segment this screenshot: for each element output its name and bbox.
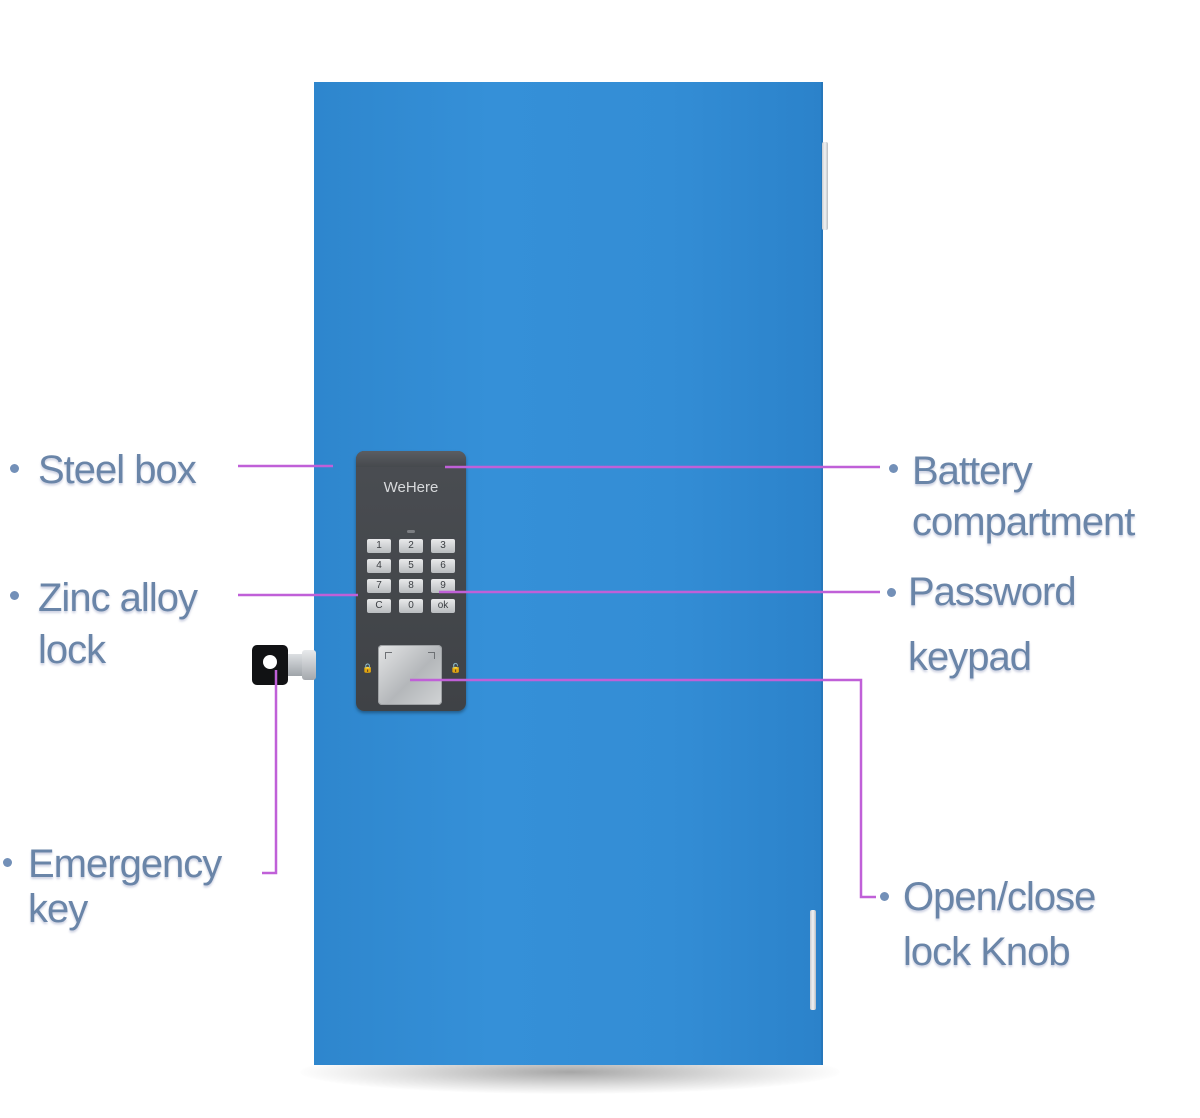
label-battery-line2: compartment <box>912 500 1135 544</box>
keypad-key[interactable]: 5 <box>399 559 423 573</box>
zinc-alloy-lock: WeHere 1 2 3 4 5 6 7 8 9 C 0 ok 🔒 🔓 <box>356 451 466 711</box>
label-emergency-key-line1: Emergency <box>28 842 222 886</box>
key-ring-hole <box>263 655 277 669</box>
key-cylinder <box>302 650 316 680</box>
label-steel-box: Steel box <box>38 448 197 492</box>
open-close-knob[interactable] <box>378 645 442 705</box>
battery-compartment-cap <box>356 451 466 467</box>
bullet-dot <box>10 591 19 600</box>
knob-leader <box>410 678 876 899</box>
lock-brand: WeHere <box>383 479 439 496</box>
emergency-key-leader <box>262 670 278 875</box>
emergency-key-head[interactable] <box>252 645 288 685</box>
keypad-key[interactable]: 6 <box>431 559 455 573</box>
keypad-key[interactable]: 0 <box>399 599 423 613</box>
label-zinc-alloy-lock-line1: Zinc alloy <box>38 576 198 620</box>
keypad-key[interactable]: 4 <box>367 559 391 573</box>
bottom-hinge <box>810 910 816 1010</box>
keypad-key[interactable]: 1 <box>367 539 391 553</box>
label-zinc-alloy-lock-line2: lock <box>38 628 106 672</box>
knob-corner-mark <box>428 652 435 659</box>
label-emergency-key-line2: key <box>28 887 88 931</box>
password-keypad: 1 2 3 4 5 6 7 8 9 C 0 ok <box>367 539 457 613</box>
bullet-dot <box>887 588 896 597</box>
label-password-line1: Password <box>908 570 1077 614</box>
keypad-key[interactable]: 9 <box>431 579 455 593</box>
emergency-key-shank <box>288 654 302 676</box>
label-knob-line1: Open/close <box>903 875 1096 919</box>
label-password-line2: keypad <box>908 635 1032 679</box>
bullet-dot <box>3 858 12 867</box>
keypad-key[interactable]: C <box>367 599 391 613</box>
keypad-key[interactable]: 3 <box>431 539 455 553</box>
keypad-key[interactable]: 2 <box>399 539 423 553</box>
keypad-key[interactable]: ok <box>431 599 455 613</box>
keypad-key[interactable]: 7 <box>367 579 391 593</box>
status-led <box>407 530 415 533</box>
bullet-dot <box>10 464 19 473</box>
knob-corner-mark <box>385 652 392 659</box>
unlocked-icon: 🔓 <box>450 664 462 674</box>
bullet-dot <box>880 892 889 901</box>
label-battery-line1: Battery <box>912 449 1033 493</box>
locked-icon: 🔒 <box>362 664 374 674</box>
label-knob-line2: lock Knob <box>903 930 1071 974</box>
keypad-key[interactable]: 8 <box>399 579 423 593</box>
bullet-dot <box>889 464 898 473</box>
top-hinge <box>822 142 828 230</box>
